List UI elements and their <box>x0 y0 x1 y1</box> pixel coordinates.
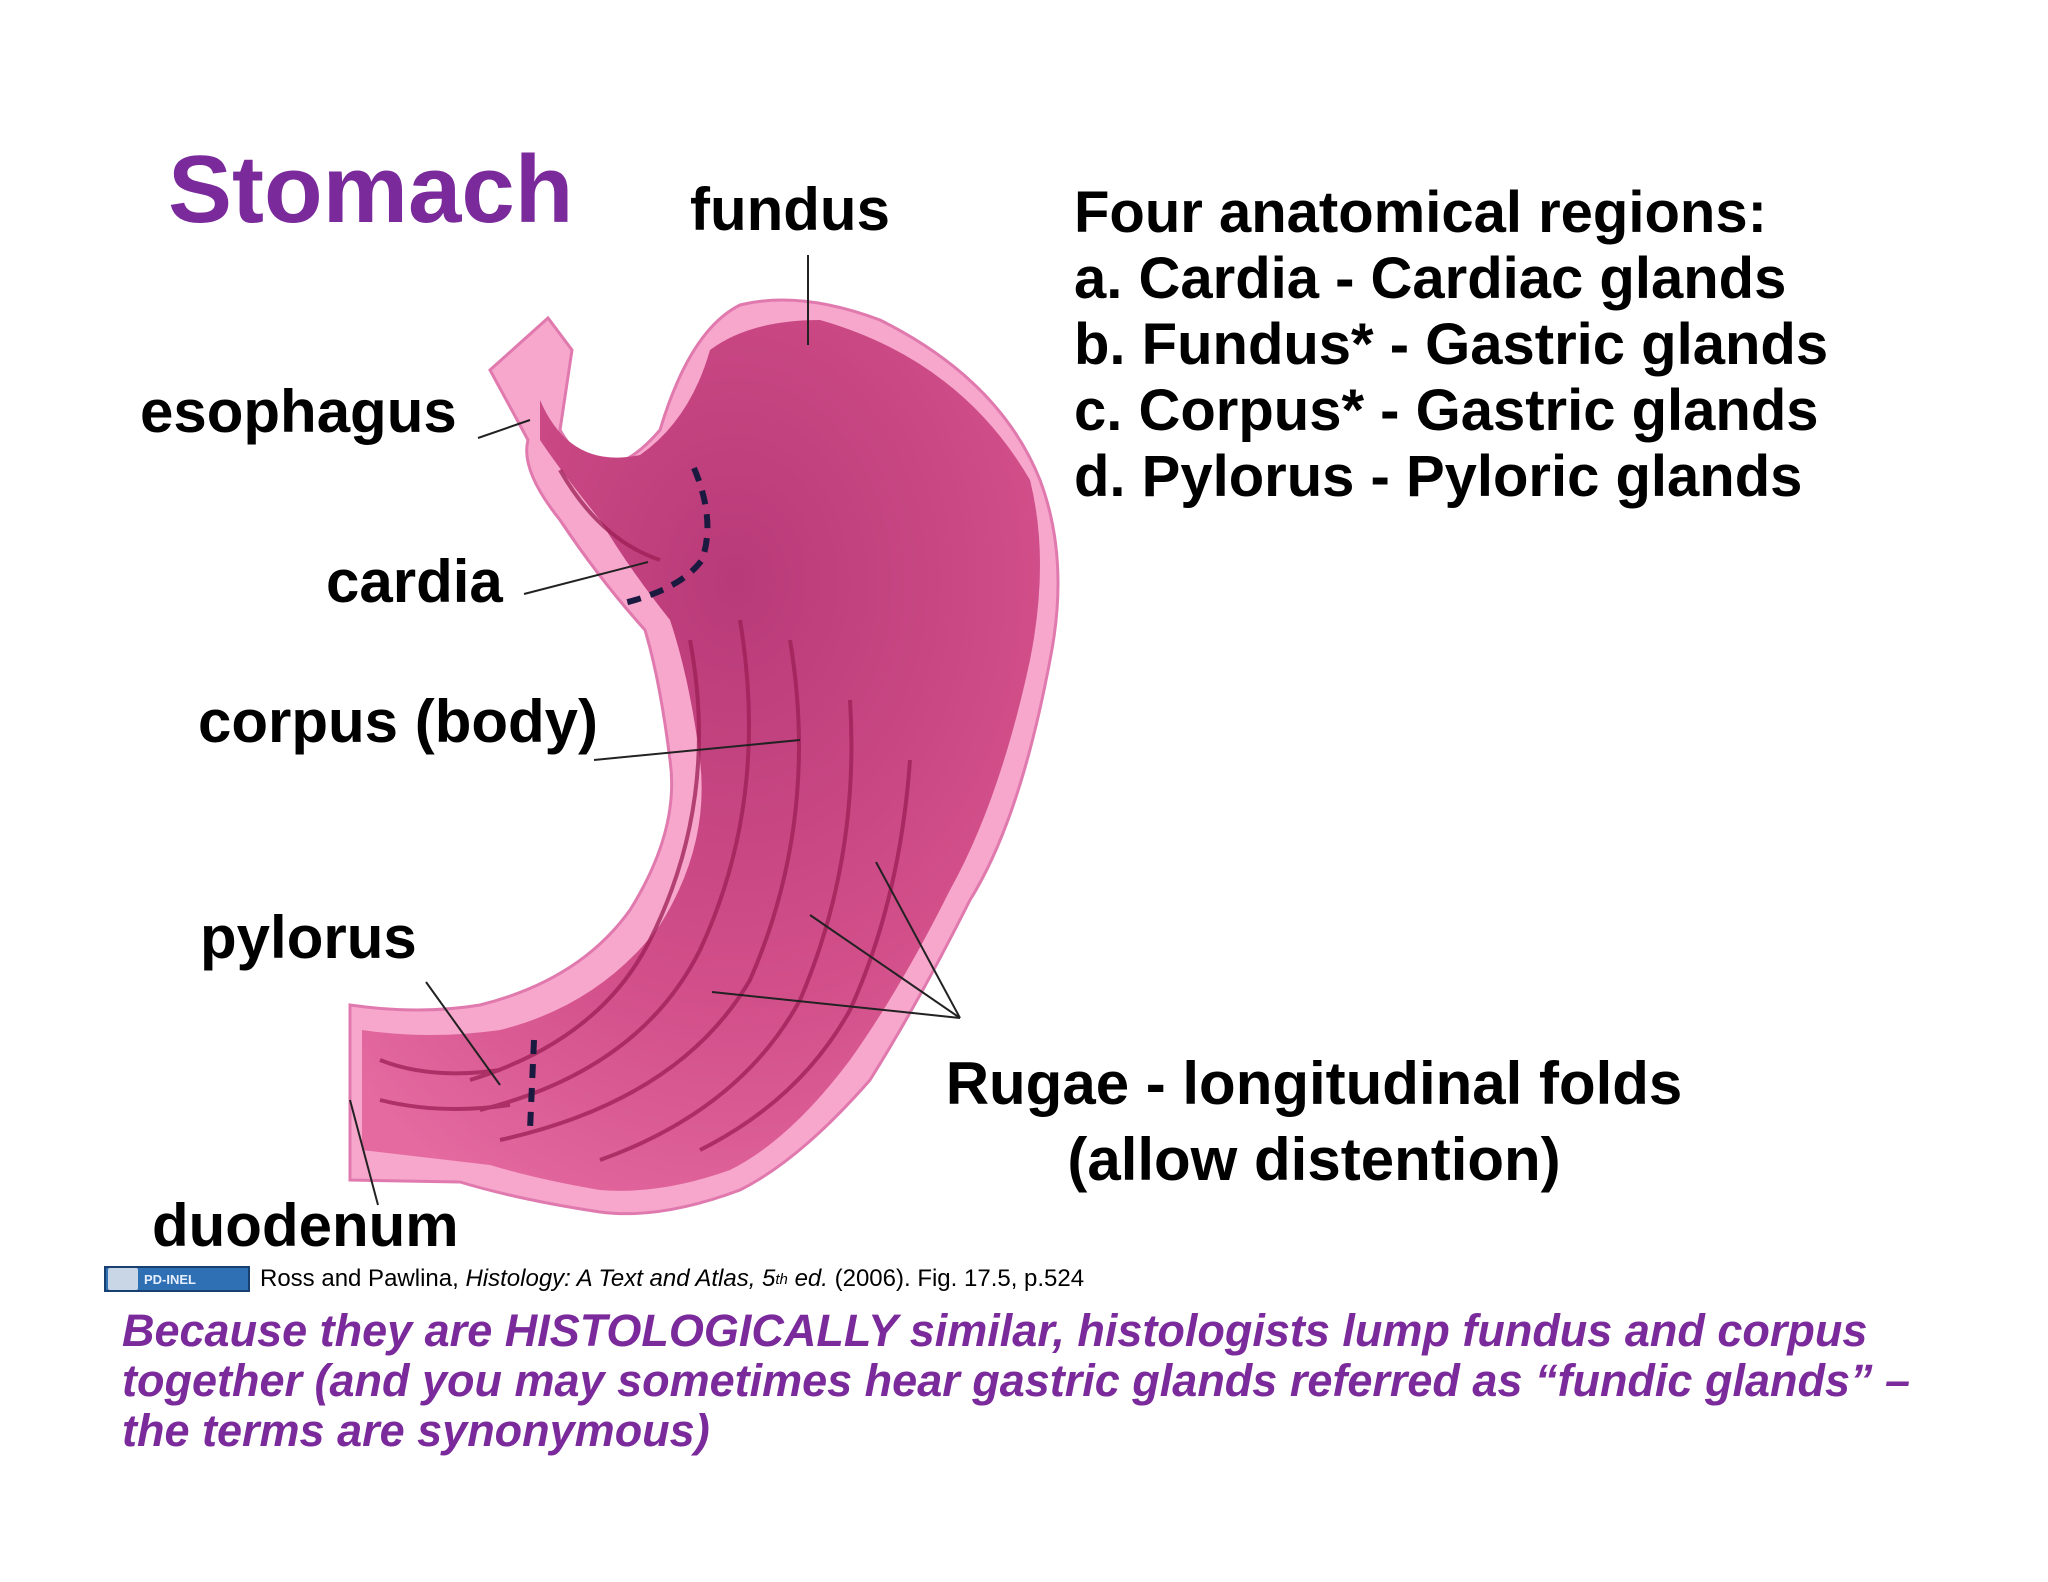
pylorus-boundary-dashed <box>527 1039 537 1131</box>
citation-authors: Ross and Pawlina, <box>260 1265 466 1292</box>
label-duodenum: duodenum <box>152 1192 459 1259</box>
cc-icon <box>108 1268 138 1290</box>
label-pylorus: pylorus <box>200 904 417 971</box>
region-item: d. Pylorus - Pyloric glands <box>1074 444 1803 509</box>
region-item: b. Fundus* - Gastric glands <box>1074 312 1829 377</box>
label-esophagus: esophagus <box>140 378 457 445</box>
regions-heading: Four anatomical regions: <box>1074 180 1767 245</box>
region-item: a. Cardia - Cardiac glands <box>1074 246 1787 311</box>
citation-book: Histology: A Text and Atlas, 5 <box>465 1265 776 1292</box>
footnote: Because they are HISTOLOGICALLY similar,… <box>122 1305 1911 1456</box>
stomach-inner-mucosa <box>362 320 1040 1191</box>
license-badge: PD-INEL <box>104 1266 250 1292</box>
rugae-folds <box>379 469 912 1162</box>
rugae-label: Rugae - longitudinal folds (allow disten… <box>934 1046 1694 1198</box>
rugae-line-1: Rugae - longitudinal folds <box>945 1050 1683 1117</box>
citation-edition-sup: th <box>775 1270 788 1288</box>
citation-details: (2006). Fig. 17.5, p.524 <box>827 1265 1085 1292</box>
cardia-boundary-dashed <box>619 466 711 607</box>
leader-lines <box>349 255 961 1206</box>
label-cardia: cardia <box>326 548 503 615</box>
label-corpus: corpus (body) <box>198 688 598 755</box>
regions-list: Four anatomical regions: a. Cardia - Car… <box>1074 180 1828 510</box>
citation-ed: ed. <box>787 1265 828 1292</box>
rugae-line-2: (allow distention) <box>1067 1126 1561 1193</box>
page-title: Stomach <box>168 136 574 243</box>
citation: PD-INEL Ross and Pawlina, Histology: A T… <box>104 1264 1084 1294</box>
license-badge-label: PD-INEL <box>144 1271 196 1287</box>
region-item: c. Corpus* - Gastric glands <box>1074 378 1819 443</box>
label-fundus: fundus <box>690 176 890 243</box>
